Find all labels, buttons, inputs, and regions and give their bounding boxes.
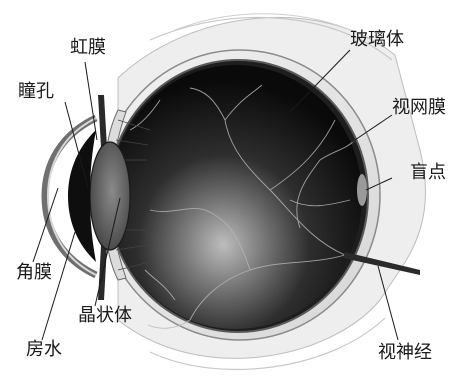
- label-iris: 虹膜: [70, 38, 106, 58]
- label-pupil: 瞳孔: [18, 82, 54, 102]
- lens: [90, 142, 130, 250]
- label-retina: 视网膜: [392, 98, 446, 118]
- label-lens: 晶状体: [78, 306, 132, 326]
- vitreous-body: [110, 65, 362, 329]
- label-optic-nerve: 视神经: [378, 343, 432, 363]
- blind-spot: [357, 174, 367, 206]
- label-cornea: 角膜: [16, 263, 52, 283]
- label-vitreous-body: 玻璃体: [350, 30, 404, 50]
- label-blind-spot: 盲点: [410, 163, 446, 183]
- label-aqueous-humor: 房水: [26, 340, 62, 360]
